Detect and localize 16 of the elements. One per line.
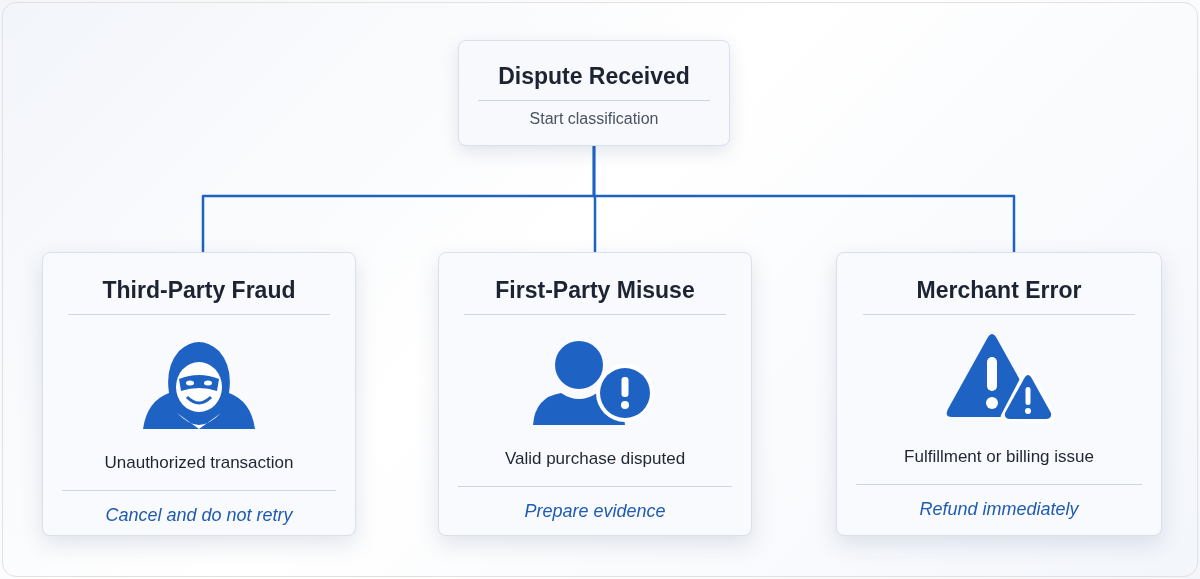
box-subtitle: Start classification xyxy=(529,110,659,128)
box-title: Dispute Received xyxy=(498,63,690,90)
category-card xyxy=(836,252,1162,536)
card-description: Unauthorized transaction xyxy=(104,453,294,473)
action-text: Refund immediately xyxy=(919,499,1079,520)
category-card xyxy=(42,252,356,536)
card-description: Valid purchase disputed xyxy=(504,449,686,469)
action-text: Cancel and do not retry xyxy=(105,505,293,526)
card-title: Merchant Error xyxy=(916,277,1082,304)
connector-line xyxy=(592,146,1016,252)
card-description: Fulfillment or billing issue xyxy=(904,447,1094,467)
card-title: Third-Party Fraud xyxy=(102,277,296,304)
category-card xyxy=(438,252,752,536)
start-box xyxy=(458,40,730,146)
action-text: Prepare evidence xyxy=(524,501,666,522)
card-title: First-Party Misuse xyxy=(495,277,695,304)
